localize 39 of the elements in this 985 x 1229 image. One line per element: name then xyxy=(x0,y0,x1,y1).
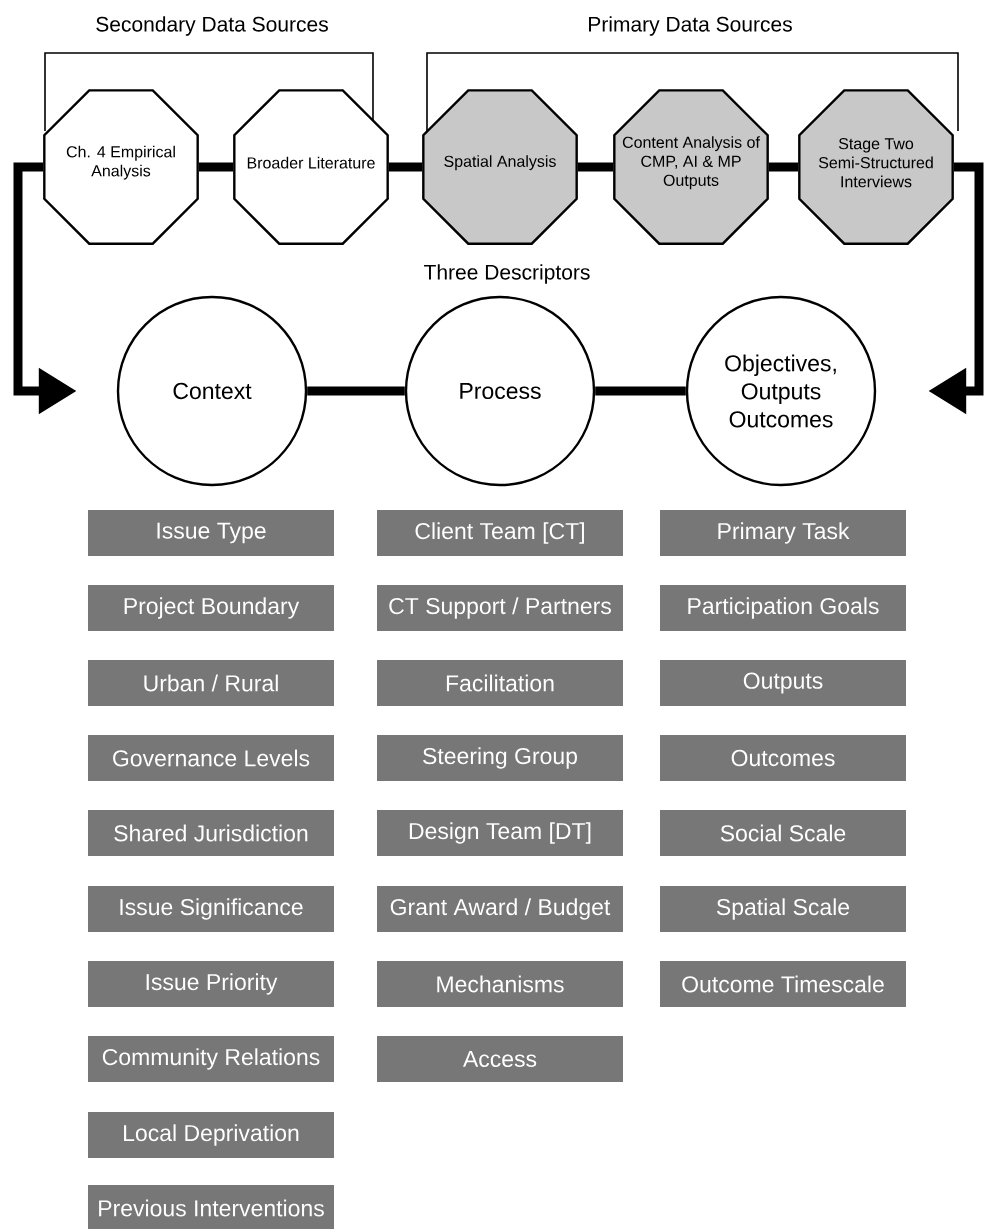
attribute-box: Issue Priority xyxy=(88,961,334,1007)
connector xyxy=(768,162,799,172)
attribute-box: Design Team [DT] xyxy=(377,810,623,856)
attribute-box: Steering Group xyxy=(377,735,623,781)
attribute-box: Urban / Rural xyxy=(88,660,334,706)
connector xyxy=(307,386,405,396)
group-heading: Primary Data Sources xyxy=(589,16,792,36)
attribute-box: Social Scale xyxy=(660,810,906,856)
connector xyxy=(577,162,614,172)
attribute-box: Governance Levels xyxy=(88,735,334,781)
attribute-box: Primary Task xyxy=(660,510,906,556)
attribute-box: Participation Goals xyxy=(660,585,906,631)
attribute-box: Outputs xyxy=(660,660,906,706)
octagon-node: Broader Literature xyxy=(233,89,389,245)
attribute-box: Outcomes xyxy=(660,735,906,781)
octagon-node: Spatial Analysis xyxy=(422,89,578,245)
attribute-box: Grant Award / Budget xyxy=(377,886,623,932)
octagon-node: Stage Two Semi-Structured Interviews xyxy=(798,89,954,245)
attribute-box: Previous Interventions xyxy=(88,1185,334,1229)
attribute-box: Community Relations xyxy=(88,1036,334,1082)
attribute-box: Issue Type xyxy=(88,510,334,556)
octagon-node: Ch. 4 Empirical Analysis xyxy=(43,89,199,245)
group-heading: Three Descriptors xyxy=(424,264,590,284)
octagon-node: Content Analysis of CMP, AI & MP Outputs xyxy=(613,89,769,245)
attribute-box: Spatial Scale xyxy=(660,886,906,932)
attribute-box: Client Team [CT] xyxy=(377,510,623,556)
connector xyxy=(198,162,234,172)
attribute-box: Project Boundary xyxy=(88,585,334,631)
attribute-box: Outcome Timescale xyxy=(660,961,906,1007)
attribute-box: CT Support / Partners xyxy=(377,585,623,631)
attribute-box: Shared Jurisdiction xyxy=(88,810,334,856)
attribute-box: Facilitation xyxy=(377,660,623,706)
connector xyxy=(388,162,423,172)
group-heading: Secondary Data Sources xyxy=(96,16,328,36)
connector xyxy=(595,386,686,396)
attribute-box: Access xyxy=(377,1036,623,1082)
attribute-box: Mechanisms xyxy=(377,961,623,1007)
attribute-box: Issue Significance xyxy=(88,886,334,932)
attribute-box: Local Deprivation xyxy=(88,1112,334,1158)
